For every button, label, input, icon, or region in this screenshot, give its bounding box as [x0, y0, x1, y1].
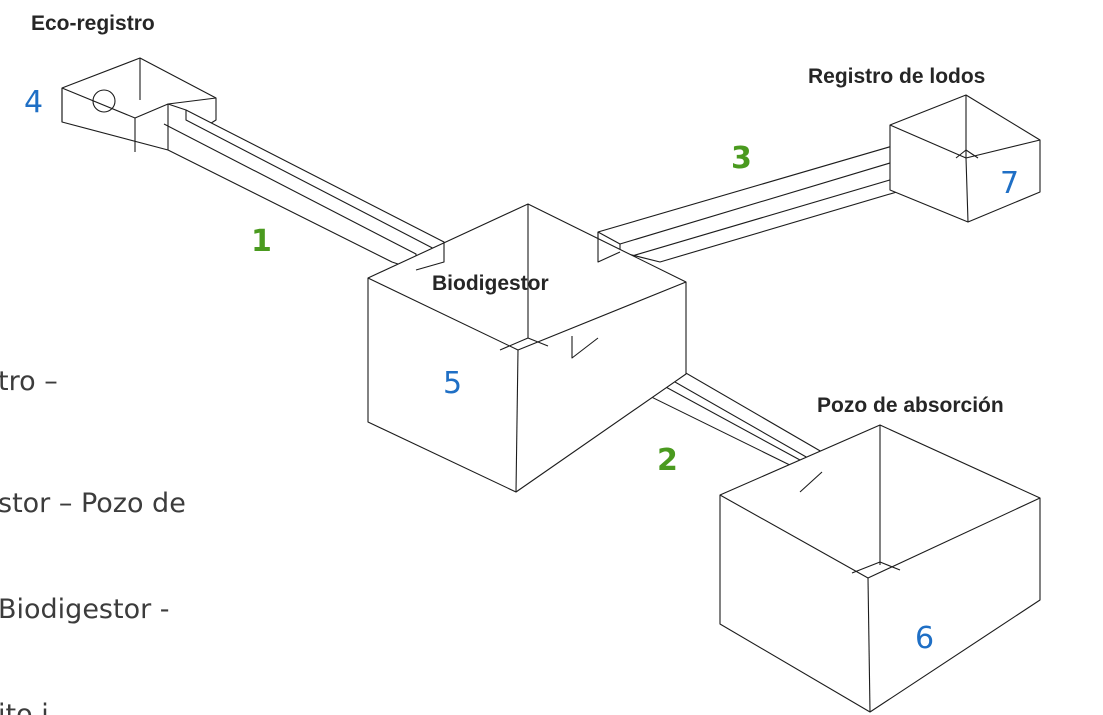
- background-text-line-4: ito i...: [0, 699, 75, 715]
- biodigestor-number: 5: [443, 366, 462, 401]
- eco-registro-pipe-opening: [92, 89, 116, 113]
- pozo-absorcion-number: 6: [915, 621, 934, 656]
- pipe-1-number: 1: [251, 224, 272, 259]
- eco-registro-label: Eco-registro: [31, 12, 155, 35]
- background-text-line-2: stor – Pozo de: [0, 488, 186, 519]
- pozo-absorcion-box: [719, 424, 1041, 713]
- registro-lodos-number: 7: [1000, 166, 1019, 201]
- pozo-absorcion-label: Pozo de absorción: [817, 394, 1004, 417]
- registro-lodos-label: Registro de lodos: [808, 65, 985, 88]
- background-text-line-3: Biodigestor -: [0, 594, 170, 625]
- pipe-3-number: 3: [731, 141, 752, 176]
- pipe-2-number: 2: [657, 443, 678, 478]
- background-text-line-1: tro –: [0, 366, 58, 397]
- biodigestor-label: Biodigestor: [432, 272, 549, 295]
- eco-registro-number: 4: [24, 85, 43, 120]
- registro-lodos-box: [889, 94, 1041, 223]
- biodigestor-box: [367, 203, 687, 493]
- pipe-eco-to-biodigestor: [163, 103, 445, 271]
